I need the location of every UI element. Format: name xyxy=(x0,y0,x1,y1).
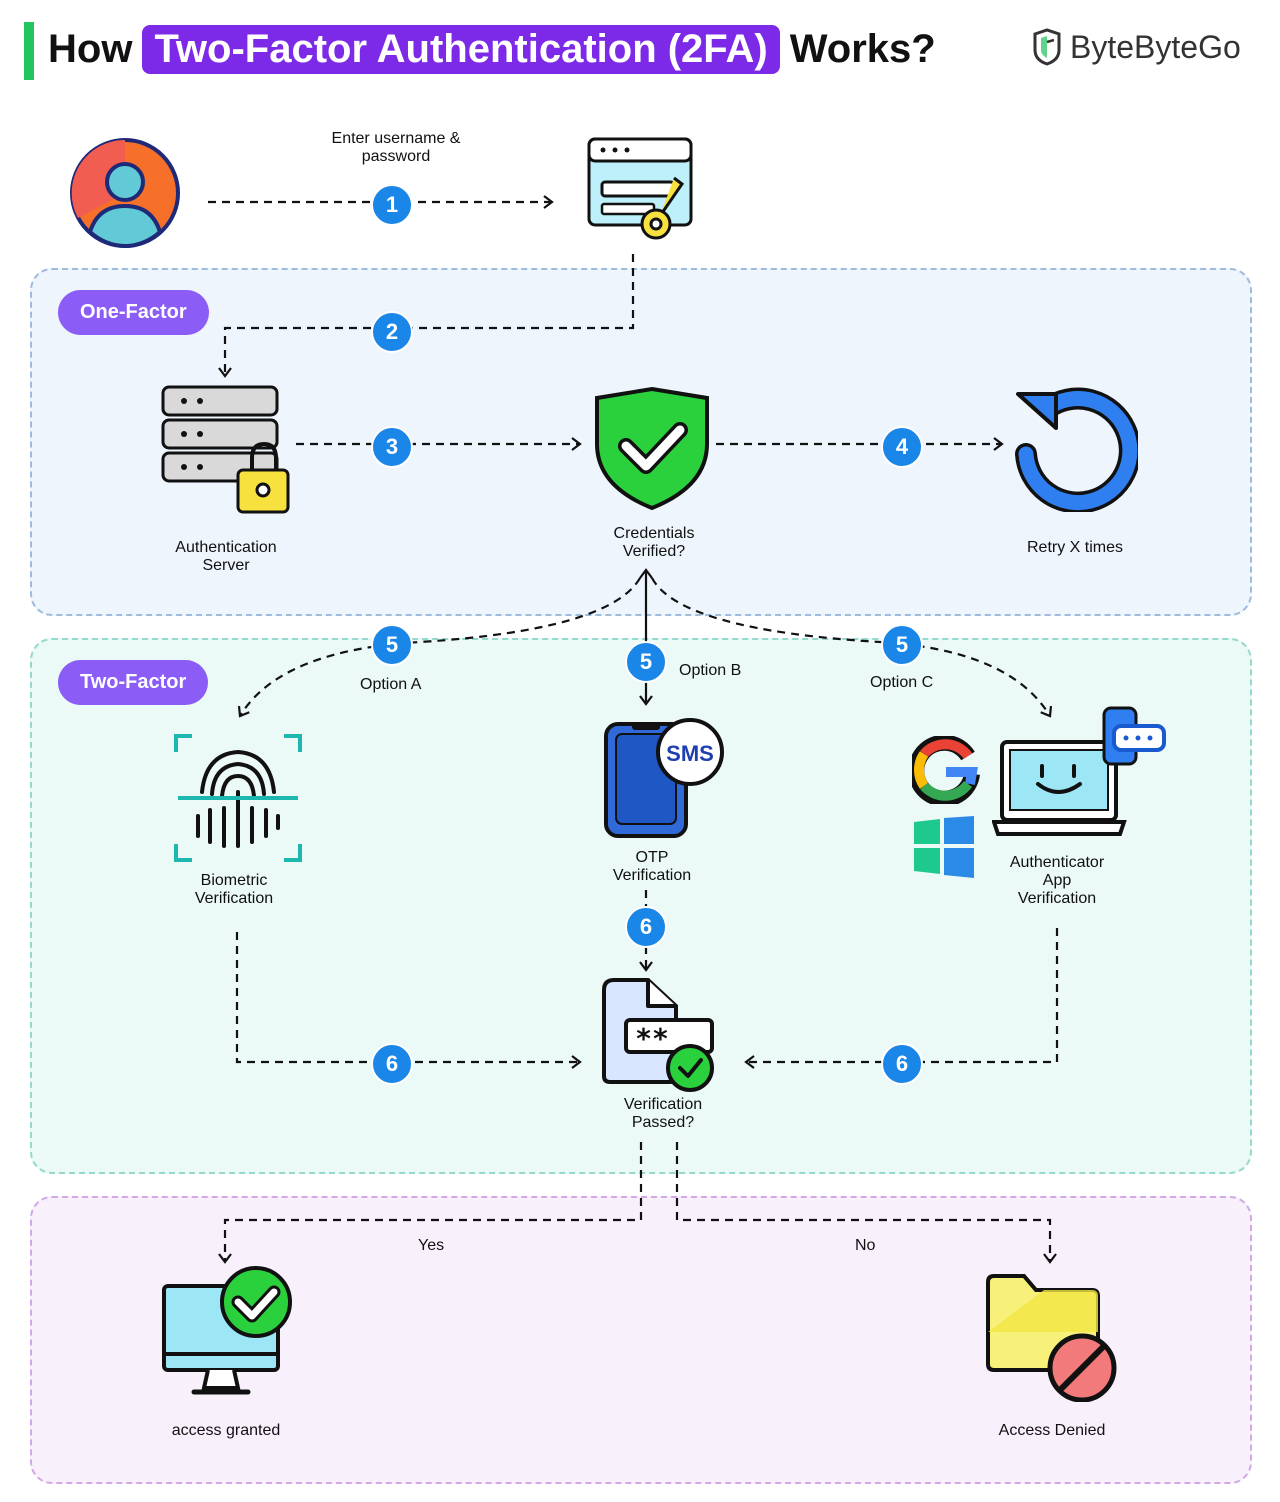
label-option-b: Option B xyxy=(679,662,742,679)
password-mask: ** xyxy=(635,1022,669,1055)
arrow-auth-to-passed xyxy=(744,928,1059,1069)
step-badge-6-otp: 6 xyxy=(625,906,667,948)
sms-text: SMS xyxy=(666,741,714,766)
label-enter-credentials: Enter username & password xyxy=(331,130,461,165)
google-icon xyxy=(912,736,980,804)
brand-logo: ByteByteGo xyxy=(1030,28,1241,66)
brand-name: ByteByteGo xyxy=(1070,28,1241,65)
step-badge-2: 2 xyxy=(371,311,413,353)
label-option-a: Option A xyxy=(360,676,422,693)
step-badge-1: 1 xyxy=(371,184,413,226)
fingerprint-icon xyxy=(174,734,302,862)
shield-check-icon xyxy=(595,386,709,511)
step-badge-6-authenticator: 6 xyxy=(881,1043,923,1085)
label-retry: Retry X times xyxy=(1026,539,1123,556)
two-factor-pill: Two-Factor xyxy=(58,660,209,705)
title-suffix: Works? xyxy=(789,26,936,71)
label-credentials-verified: Credentials Verified? xyxy=(613,525,695,560)
label-yes: Yes xyxy=(418,1237,445,1254)
login-window-icon xyxy=(587,137,693,240)
arrow-to-biometric xyxy=(237,577,641,718)
title-prefix: How xyxy=(48,26,133,71)
retry-icon xyxy=(1015,387,1138,512)
folder-blocked-icon xyxy=(986,1274,1117,1402)
arrow-yes xyxy=(218,1142,643,1264)
monitor-check-icon xyxy=(162,1266,292,1395)
label-option-c: Option C xyxy=(870,674,934,691)
one-factor-pill: One-Factor xyxy=(58,290,209,335)
step-badge-3: 3 xyxy=(371,426,413,468)
step-badge-6-biometric: 6 xyxy=(371,1043,413,1085)
phone-sms-icon: SMS xyxy=(604,718,724,838)
arrow-login-to-server xyxy=(218,254,635,378)
title-highlight: Two-Factor Authentication (2FA) xyxy=(142,24,780,74)
label-auth-server: Authentication Server xyxy=(175,539,277,574)
step-badge-4: 4 xyxy=(881,426,923,468)
step-badge-5-option-a: 5 xyxy=(371,624,413,666)
arrow-biometric-to-passed xyxy=(235,932,582,1069)
step-badge-5-option-b: 5 xyxy=(625,641,667,683)
bytebytego-icon xyxy=(1033,28,1061,66)
step-badge-5-option-c: 5 xyxy=(881,624,923,666)
user-icon xyxy=(70,138,180,249)
label-authenticator: Authenticator App Verification xyxy=(1009,854,1105,907)
arrow-to-authenticator xyxy=(651,577,1053,718)
password-document-icon: ** xyxy=(602,978,714,1092)
label-biometric: Biometric Verification xyxy=(194,872,274,907)
label-verification-passed: Verification Passed? xyxy=(623,1096,703,1131)
windows-icon xyxy=(914,816,974,878)
label-access-denied: Access Denied xyxy=(998,1422,1106,1439)
page-title: How Two-Factor Authentication (2FA) Work… xyxy=(48,18,936,80)
title-accent-bar xyxy=(24,22,34,80)
laptop-icon xyxy=(992,706,1166,836)
label-otp: OTP Verification xyxy=(612,849,692,884)
server-lock-icon xyxy=(161,385,290,514)
label-no: No xyxy=(855,1237,876,1254)
label-access-granted: access granted xyxy=(171,1422,281,1439)
